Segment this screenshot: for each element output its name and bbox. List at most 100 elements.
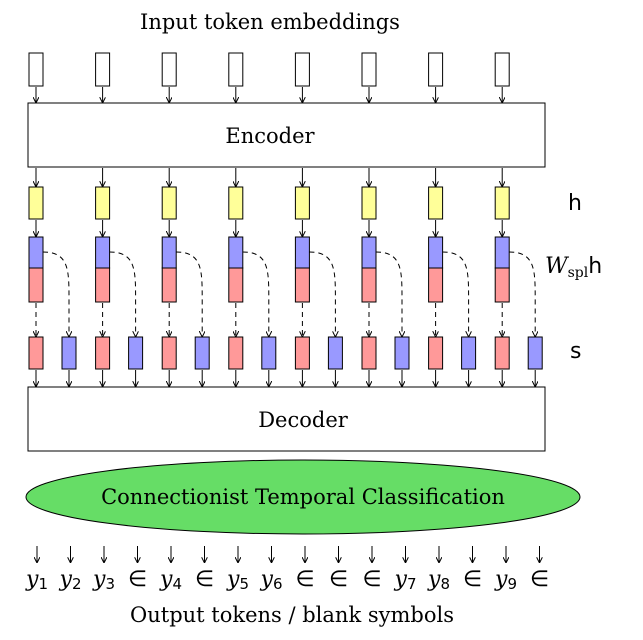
- decoder-block: [27, 386, 546, 452]
- output-token: y3: [92, 567, 115, 593]
- split-lower-box: [294, 267, 310, 303]
- output-symbol-base: y: [25, 567, 39, 592]
- output-symbol-base: y: [226, 567, 240, 592]
- output-symbol-subscript: 4: [172, 575, 182, 593]
- hidden-state-row: [28, 186, 510, 220]
- split-upper-box: [28, 236, 44, 269]
- h-label: h: [568, 191, 582, 216]
- blank-symbol: ∈: [362, 567, 381, 592]
- decoder-input-arrows: [36, 370, 535, 386]
- s-blue-box: [461, 336, 477, 370]
- output-symbol-base: ∈: [295, 567, 314, 592]
- input-arrows: [36, 87, 502, 102]
- blank-symbol: ∈: [195, 567, 214, 592]
- output-token: y4: [159, 567, 182, 593]
- blank-symbol: ∈: [295, 567, 314, 592]
- output-symbol-base: ∈: [128, 567, 147, 592]
- hidden-state-box: [361, 186, 377, 220]
- blank-symbol: ∈: [530, 567, 549, 592]
- output-symbol-subscript: 9: [507, 575, 517, 593]
- s-blue-box: [394, 336, 410, 370]
- output-symbol-base: ∈: [329, 567, 348, 592]
- output-symbol-subscript: 1: [38, 575, 48, 593]
- output-symbol-subscript: 2: [72, 575, 82, 593]
- hidden-state-box: [494, 186, 510, 220]
- wspl-w: W: [545, 254, 570, 279]
- s-blue-box: [194, 336, 210, 370]
- wspl-h: h: [588, 254, 602, 279]
- s-red-box: [361, 336, 377, 370]
- output-arrows: [37, 546, 540, 562]
- input-embedding-box: [161, 52, 177, 87]
- output-symbol-subscript: 8: [440, 575, 450, 593]
- input-embedding-box: [361, 52, 377, 87]
- output-symbol-base: y: [59, 567, 73, 592]
- dashed-link-curved: [442, 251, 469, 336]
- encoder-block: [27, 102, 546, 168]
- output-symbol-base: y: [92, 567, 106, 592]
- split-upper-box: [294, 236, 310, 269]
- s-red-box: [494, 336, 510, 370]
- split-lower-box: [494, 267, 510, 303]
- dashed-link-curved: [242, 251, 269, 336]
- split-lower-box: [161, 267, 177, 303]
- input-embedding-box: [95, 52, 111, 87]
- output-symbol-subscript: 7: [407, 575, 417, 593]
- decoder-label: Decoder: [258, 408, 349, 432]
- split-upper-box: [494, 236, 510, 269]
- hidden-state-box: [28, 186, 44, 220]
- s-red-box: [228, 336, 244, 370]
- dashed-link-curved: [42, 251, 69, 336]
- s-red-box: [28, 336, 44, 370]
- hidden-state-box: [428, 186, 444, 220]
- output-symbol-base: y: [159, 567, 173, 592]
- output-token: y9: [494, 567, 517, 593]
- encoder-label: Encoder: [225, 124, 315, 148]
- output-symbol-subscript: 3: [105, 575, 115, 593]
- split-upper-box: [161, 236, 177, 269]
- input-embedding-box: [494, 52, 510, 87]
- split-lower-box: [228, 267, 244, 303]
- output-token: y1: [25, 567, 48, 593]
- s-red-box: [95, 336, 111, 370]
- dashed-link-curved: [109, 251, 136, 336]
- hidden-state-box: [294, 186, 310, 220]
- blank-symbol: ∈: [329, 567, 348, 592]
- input-embedding-box: [228, 52, 244, 87]
- dashed-link-curved: [176, 251, 202, 336]
- split-connections: [36, 251, 535, 336]
- output-symbol-base: ∈: [195, 567, 214, 592]
- split-lower-box: [361, 267, 377, 303]
- projected-split-row: [28, 236, 510, 303]
- output-symbol-base: ∈: [362, 567, 381, 592]
- hidden-state-box: [161, 186, 177, 220]
- input-embedding-box: [28, 52, 44, 87]
- output-symbol-subscript: 6: [273, 575, 283, 593]
- hidden-state-box: [228, 186, 244, 220]
- dashed-link-curved: [509, 251, 535, 336]
- split-upper-box: [428, 236, 444, 269]
- dashed-link-curved: [309, 251, 335, 336]
- output-symbol-subscript: 5: [239, 575, 249, 593]
- output-symbol-base: y: [427, 567, 441, 592]
- ctc-label: Connectionist Temporal Classification: [101, 485, 505, 509]
- output-token: y5: [226, 567, 249, 593]
- split-lower-box: [428, 267, 444, 303]
- input-embedding-row: [28, 52, 510, 87]
- output-symbol-base: y: [260, 567, 274, 592]
- split-upper-box: [228, 236, 244, 269]
- input-embeddings-label: Input token embeddings: [140, 10, 400, 34]
- output-token: y6: [260, 567, 283, 593]
- split-upper-box: [95, 236, 111, 269]
- encoder-output-arrows: [36, 168, 502, 236]
- split-lower-box: [28, 267, 44, 303]
- wspl-sub: spl: [568, 265, 589, 281]
- split-upper-box: [361, 236, 377, 269]
- split-lower-box: [95, 267, 111, 303]
- hidden-state-box: [95, 186, 111, 220]
- split-state-row: [28, 336, 543, 370]
- blank-symbol: ∈: [128, 567, 147, 592]
- s-red-box: [294, 336, 310, 370]
- blank-symbol: ∈: [463, 567, 482, 592]
